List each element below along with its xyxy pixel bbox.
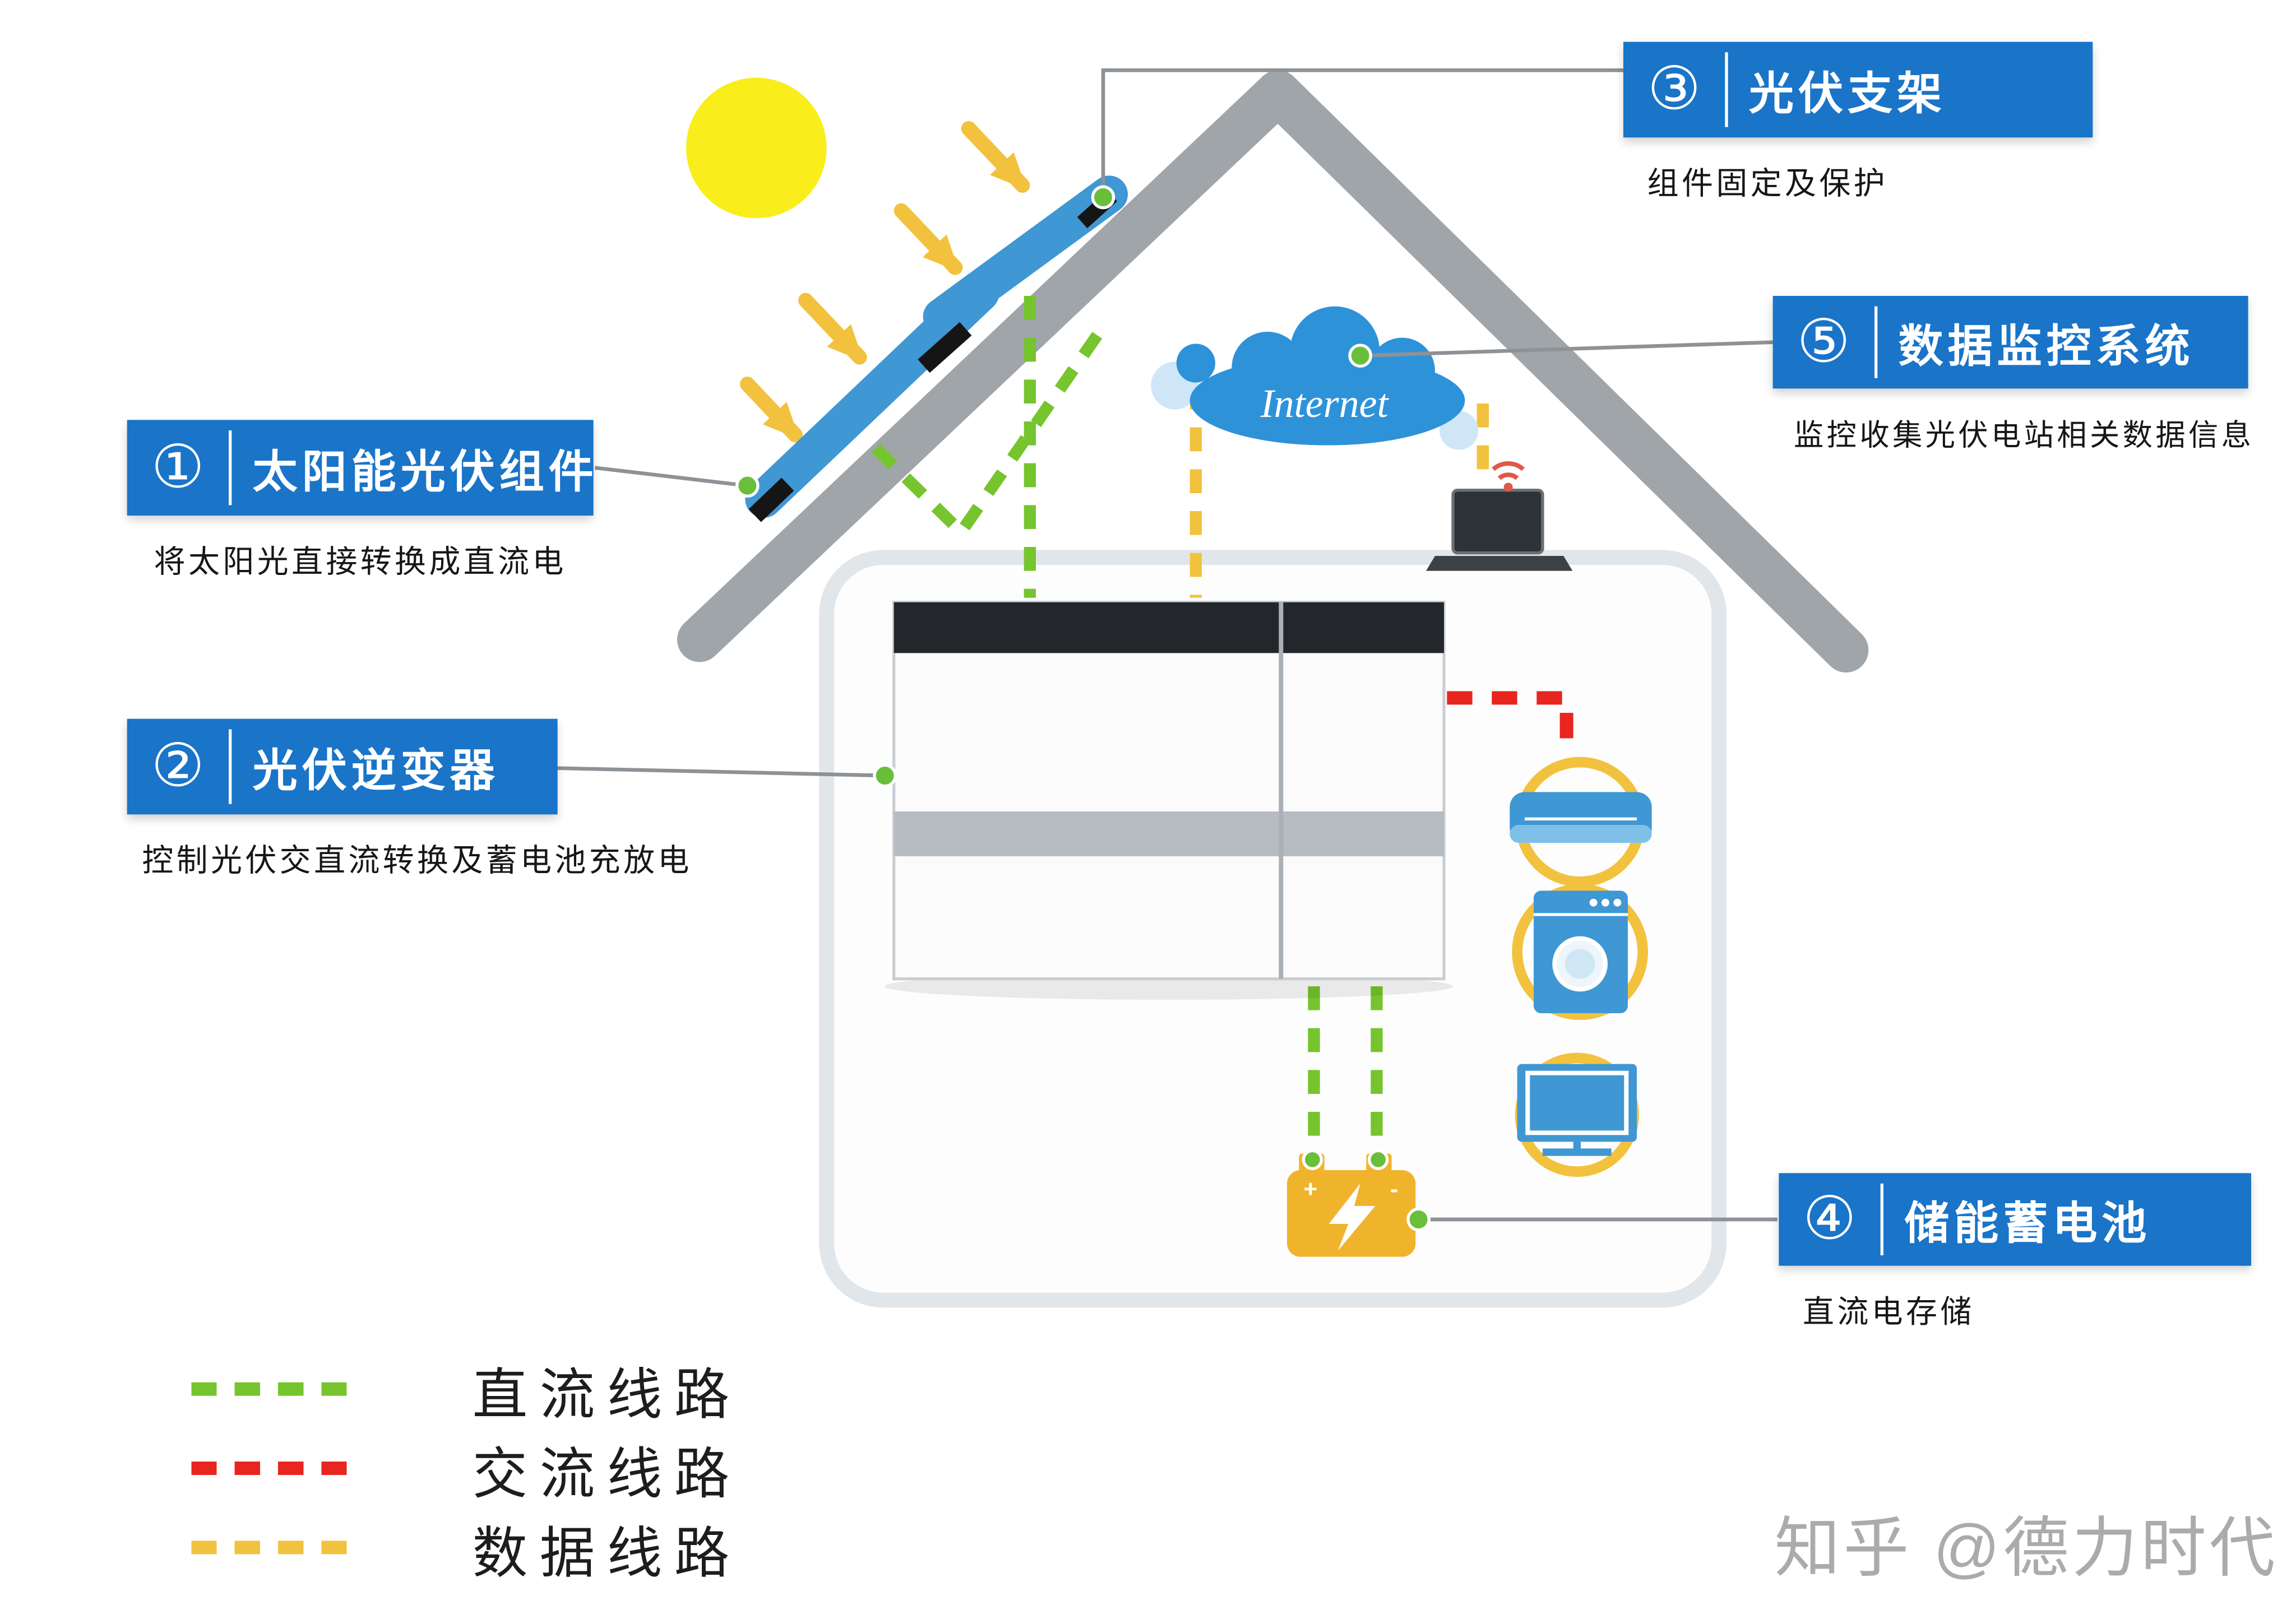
- dc-line-swatch: [191, 1382, 359, 1396]
- legend-label: 数据线路: [472, 1523, 742, 1585]
- air-conditioner-icon: [1510, 757, 1652, 887]
- callout-description: 直流电存储: [1803, 1296, 1975, 1330]
- callout-box: ④ 储能蓄电池: [1779, 1173, 2252, 1266]
- callout-number: ③: [1647, 57, 1701, 123]
- tv-icon: [1515, 1052, 1640, 1177]
- callout-solar-modules: ① 太阳能光伏组件 将太阳光直接转换成直流电: [127, 420, 594, 583]
- callout-divider: [1880, 1184, 1884, 1256]
- callout-title: 光伏逆变器: [252, 747, 499, 797]
- legend-label: 交流线路: [472, 1444, 742, 1506]
- callout-bracket: ③ 光伏支架 组件固定及保护: [1623, 41, 2093, 205]
- sunlight-arrow-icon: [740, 377, 803, 443]
- callout-divider: [229, 729, 232, 804]
- internet-label: Internet: [1260, 381, 1390, 426]
- ac-lines: [1447, 691, 1573, 755]
- callout-title: 储能蓄电池: [1904, 1200, 2151, 1250]
- laptop-icon: [1426, 461, 1573, 571]
- callout-number: ④: [1803, 1186, 1857, 1253]
- connector-dot: [1348, 344, 1373, 368]
- inverter: [885, 601, 1453, 1000]
- data-lines: [1189, 386, 1489, 598]
- callout-monitoring: ⑤ 数据监控系统 监控收集光伏电站相关数据信息: [1772, 296, 2255, 454]
- callout-box: ③ 光伏支架: [1623, 41, 2093, 138]
- legend-row-ac: 交流线路: [191, 1428, 741, 1507]
- battery-plus-label: +: [1303, 1176, 1317, 1203]
- battery-minus-label: -: [1390, 1176, 1398, 1203]
- callout-divider: [1725, 52, 1728, 127]
- connector-dot: [1406, 1207, 1431, 1232]
- solar-panel-array: [745, 175, 1128, 522]
- callout-description: 组件固定及保护: [1647, 167, 1888, 202]
- callout-box: ⑤ 数据监控系统: [1772, 296, 2248, 389]
- callout-title: 数据监控系统: [1898, 323, 2195, 373]
- connector-dot: [735, 474, 760, 498]
- connector-line: [557, 766, 885, 778]
- callout-number: ⑤: [1797, 309, 1851, 375]
- callout-connectors: [557, 68, 1777, 1222]
- legend-row-data: 数据线路: [191, 1508, 741, 1587]
- callout-battery: ④ 储能蓄电池 直流电存储: [1779, 1173, 2252, 1333]
- dc-lines: [872, 296, 1383, 1154]
- callout-divider: [229, 430, 232, 505]
- ac-line: [1447, 691, 1573, 755]
- callout-inverter: ② 光伏逆变器 控制光伏交直流转换及蓄电池充放电: [127, 718, 692, 882]
- connector-line: [594, 466, 748, 488]
- callout-box: ① 太阳能光伏组件: [127, 420, 594, 516]
- legend: 直流线路 交流线路 数据线路: [191, 1349, 741, 1587]
- connector-dot: [873, 763, 897, 788]
- connector-line: [1101, 68, 1624, 194]
- legend-label: 直流线路: [472, 1365, 742, 1427]
- sunlight-arrow-icon: [798, 293, 867, 365]
- callout-description: 将太阳光直接转换成直流电: [154, 545, 567, 580]
- sunlight-arrows: [740, 121, 1030, 443]
- callout-number: ①: [151, 435, 205, 501]
- panel-clamp: [918, 322, 972, 373]
- callout-box: ② 光伏逆变器: [127, 718, 558, 815]
- callout-divider: [1874, 306, 1878, 378]
- callout-description: 监控收集光伏电站相关数据信息: [1794, 420, 2255, 453]
- connector-dot: [1091, 185, 1115, 210]
- data-line-swatch: [191, 1541, 359, 1555]
- sun-icon: [686, 77, 827, 219]
- battery-icon: + -: [1287, 1149, 1416, 1257]
- connector-dots: [735, 185, 1431, 1232]
- callout-title: 太阳能光伏组件: [252, 448, 598, 498]
- connector-line: [1360, 340, 1773, 358]
- watermark: 知乎 @德力时代: [1774, 1512, 2279, 1586]
- callout-description: 控制光伏交直流转换及蓄电池充放电: [142, 844, 692, 879]
- washing-machine-icon: [1512, 884, 1649, 1020]
- lightning-bolt-icon: [1328, 1184, 1376, 1251]
- sunlight-arrow-icon: [894, 203, 963, 275]
- callout-title: 光伏支架: [1749, 70, 1947, 120]
- callout-number: ②: [151, 734, 205, 800]
- legend-row-dc: 直流线路: [191, 1349, 741, 1428]
- panel-clamp: [748, 477, 794, 522]
- internet-cloud: Internet: [1151, 306, 1479, 450]
- ac-line-swatch: [191, 1462, 359, 1476]
- sunlight-arrow-icon: [961, 121, 1030, 193]
